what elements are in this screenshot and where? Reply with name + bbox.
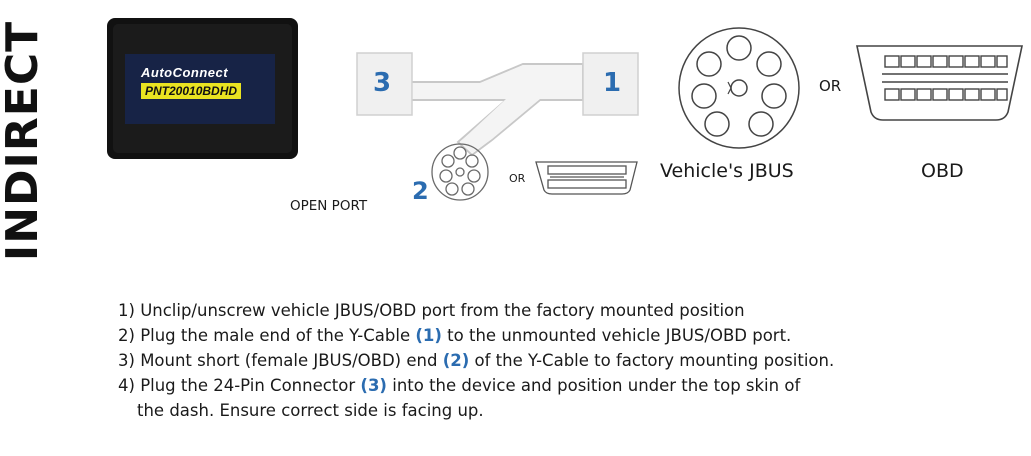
open-port-label: OPEN PORT — [290, 198, 368, 214]
callout-3: 3 — [373, 68, 392, 98]
step-text: Plug the 24-Pin Connector — [140, 376, 361, 395]
vehicle-jbus-connector — [678, 27, 800, 149]
step-text-end: into the device and position under the t… — [386, 376, 801, 395]
autoconnect-device: AutoConnect PNT20010BDHD — [105, 16, 300, 161]
callout-1: 1 — [603, 68, 622, 98]
obd-label: OBD — [921, 160, 964, 182]
device-model: PNT20010BDHD — [141, 83, 242, 99]
step-text: Plug the male end of the Y-Cable — [140, 326, 416, 345]
step-4: 4) Plug the 24-Pin Connector (3) into th… — [118, 373, 834, 398]
step-3: 3) Mount short (female JBUS/OBD) end (2)… — [118, 348, 834, 373]
or-large-label: OR — [819, 77, 842, 95]
instruction-steps: 1) Unclip/unscrew vehicle JBUS/OBD port … — [118, 298, 834, 423]
step-number: 1) — [118, 301, 135, 320]
y-cable-body — [413, 65, 582, 153]
device-brand: AutoConnect — [141, 65, 229, 80]
small-obd-connector — [535, 161, 638, 195]
step-2: 2) Plug the male end of the Y-Cable (1) … — [118, 323, 834, 348]
device-body-graphic — [107, 18, 298, 159]
step-text: Unclip/unscrew vehicle JBUS/OBD port fro… — [140, 301, 745, 320]
callout-2: 2 — [412, 177, 429, 205]
step-text-end: to the unmounted vehicle JBUS/OBD port. — [441, 326, 792, 345]
small-jbus-connector — [431, 143, 489, 201]
jbus-label: Vehicle's JBUS — [660, 160, 794, 182]
step-text-end: of the Y-Cable to factory mounting posit… — [469, 351, 835, 370]
connector-1-box — [582, 52, 639, 116]
step-text: Mount short (female JBUS/OBD) end — [140, 351, 443, 370]
step-ref: (1) — [415, 326, 442, 345]
step-ref: (2) — [442, 351, 470, 370]
or-small-label: OR — [509, 172, 526, 185]
vehicle-obd-connector — [856, 45, 1023, 121]
step-number: 2) — [118, 326, 135, 345]
connector-3-box — [356, 52, 413, 116]
step-4-continuation: the dash. Ensure correct side is facing … — [137, 401, 484, 420]
step-number: 4) — [118, 376, 135, 395]
step-ref: (3) — [360, 376, 387, 395]
step-number: 3) — [118, 351, 135, 370]
step-1: 1) Unclip/unscrew vehicle JBUS/OBD port … — [118, 298, 834, 323]
